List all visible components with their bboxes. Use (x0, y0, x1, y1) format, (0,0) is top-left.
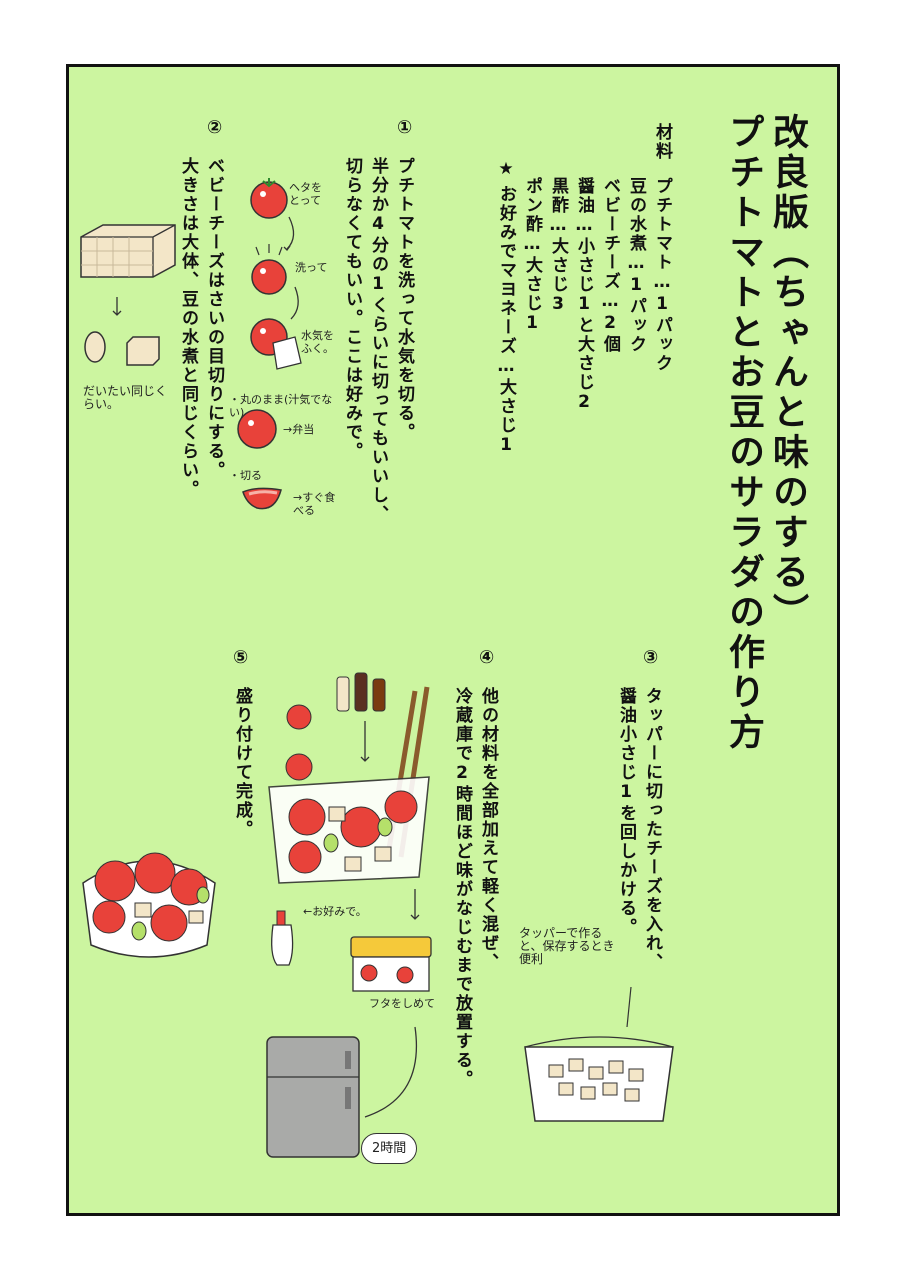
title-line1: 改良版（ちゃんと味のする） (767, 113, 808, 633)
step2-line1: ベビーチーズはさいの目切りにする。 (204, 157, 224, 480)
note-kiru: ・切る (229, 469, 262, 482)
tomato-illustrations (237, 178, 302, 510)
serving-bowl-illustration (82, 852, 216, 958)
step5-number: ⑤ (233, 647, 249, 668)
note-bento: →弁当 (283, 423, 315, 436)
ingredient-1: プチトマト…1パック (652, 177, 672, 373)
step1-line1: プチトマトを洗って水気を切る。 (394, 157, 414, 442)
step1-line3: 切らなくてもいい。ここは好みで。 (342, 157, 362, 461)
ingredient-star: ★ (496, 159, 516, 181)
note-fuku: 水気をふく。 (301, 329, 334, 355)
note-marumama: ・丸のまま(汁気でない) (229, 393, 333, 419)
ingredients-heading: 材料 (652, 123, 672, 161)
note-heta: ヘタをとって (289, 181, 322, 207)
bottles-icon (336, 672, 386, 712)
tomato-towel-icon (250, 318, 302, 370)
bean-icon (84, 331, 106, 363)
step4-line2: 冷蔵庫で2時間ほど味がなじむまで放置する。 (452, 687, 472, 1089)
note-arau: 洗って (295, 261, 328, 274)
ingredient-4: 醤油…小さじ1と大さじ2 (574, 177, 594, 414)
step2-number: ② (207, 117, 223, 138)
note-nijikan: 2時間 (361, 1133, 418, 1164)
lidded-box-icon (350, 936, 432, 992)
note-futa: フタをしめて (369, 997, 435, 1010)
fridge-icon (266, 1036, 360, 1158)
step1-line2: 半分か4分の1くらいに切ってもいいし、 (368, 157, 388, 524)
note-daitai: だいたい同じくらい。 (83, 384, 168, 411)
mixing-illustration (266, 672, 432, 1158)
step4-line1: 他の材料を全部加えて軽く混ぜ、 (478, 687, 498, 972)
ingredient-6: ポン酢…大さじ1 (522, 177, 542, 335)
step5-line1: 盛り付けて完成。 (232, 687, 252, 839)
note-sugu: →すぐ食べる (293, 491, 336, 517)
step2-line2: 大きさは大体、豆の水煮と同じくらい。 (178, 157, 198, 499)
step1-number: ① (397, 117, 413, 138)
step3-line2: 醤油小さじ1を回しかける。 (616, 687, 636, 937)
whole-tomato-icon (237, 409, 277, 449)
ingredient-3: ベビーチーズ…2個 (600, 177, 620, 354)
tomato-with-stem-icon (250, 178, 288, 219)
tupper-cheese-illustration (524, 986, 674, 1122)
step3-number: ③ (643, 647, 659, 668)
ingredient-5: 黒酢…大さじ3 (548, 177, 568, 316)
note-tupper: タッパーで作ると、保存するとき便利 (519, 926, 615, 966)
cheese-block-icon (80, 224, 176, 278)
mayonnaise-icon (271, 910, 294, 966)
recipe-panel: 改良版（ちゃんと味のする） プチトマトとお豆のサラダの作り方 材料 プチトマト…… (66, 64, 840, 1216)
cheese-cube-icon (126, 336, 160, 366)
note-okonomi: ←お好みで。 (303, 905, 367, 918)
ingredient-7: お好みでマヨネーズ…大さじ1 (496, 185, 516, 457)
title-line2: プチトマトとお豆のサラダの作り方 (723, 113, 764, 753)
cheese-bean-illustration (80, 224, 176, 366)
washed-tomato-icon (251, 244, 287, 295)
step3-line1: タッパーに切ったチーズを入れ、 (642, 687, 662, 972)
ingredient-2: 豆の水煮…1パック (626, 177, 646, 354)
step4-number: ④ (479, 647, 495, 668)
